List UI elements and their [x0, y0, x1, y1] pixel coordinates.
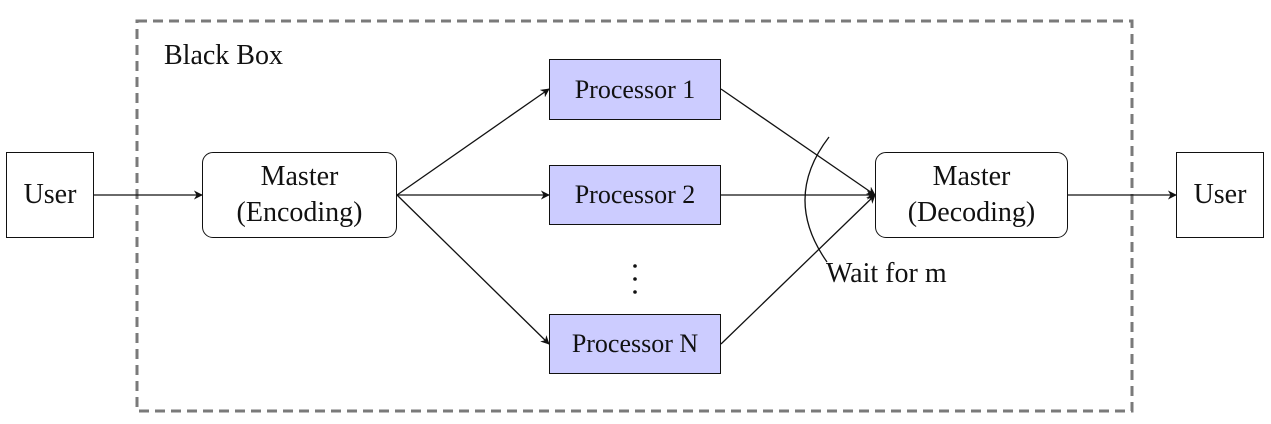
user-destination-label: User	[1193, 179, 1247, 210]
processor-n-node: Processor N	[549, 314, 721, 374]
user-source-node: User	[6, 152, 94, 238]
wait-for-m-label: Wait for m	[826, 258, 947, 289]
master-decoding-subtitle: (Decoding)	[907, 197, 1036, 228]
arrow-encoder-to-processor-n	[396, 194, 550, 345]
black-box-boundary	[135, 19, 1134, 413]
wait-arc	[804, 136, 830, 263]
arrow-encoder-to-processor-1	[396, 88, 550, 196]
arrow-processor-1-to-decoder	[720, 88, 876, 196]
user-destination-node: User	[1176, 152, 1264, 238]
processor-n-label: Processor N	[571, 329, 699, 358]
black-box-label: Black Box	[164, 40, 283, 71]
arrow-processor-n-to-decoder	[720, 194, 876, 345]
master-encoding-subtitle: (Encoding)	[236, 197, 363, 228]
processor-2-node: Processor 2	[549, 165, 721, 225]
vertical-ellipsis-icon	[633, 264, 637, 294]
processor-1-label: Processor 1	[574, 74, 696, 104]
processor-2-label: Processor 2	[574, 180, 696, 209]
master-decoding-title: Master	[932, 161, 1011, 192]
master-decoding-node: Master (Decoding)	[875, 152, 1068, 238]
master-encoding-node: Master (Encoding)	[202, 152, 397, 238]
user-source-label: User	[23, 179, 77, 210]
master-encoding-title: Master	[260, 161, 339, 192]
processor-1-node: Processor 1	[549, 59, 721, 120]
